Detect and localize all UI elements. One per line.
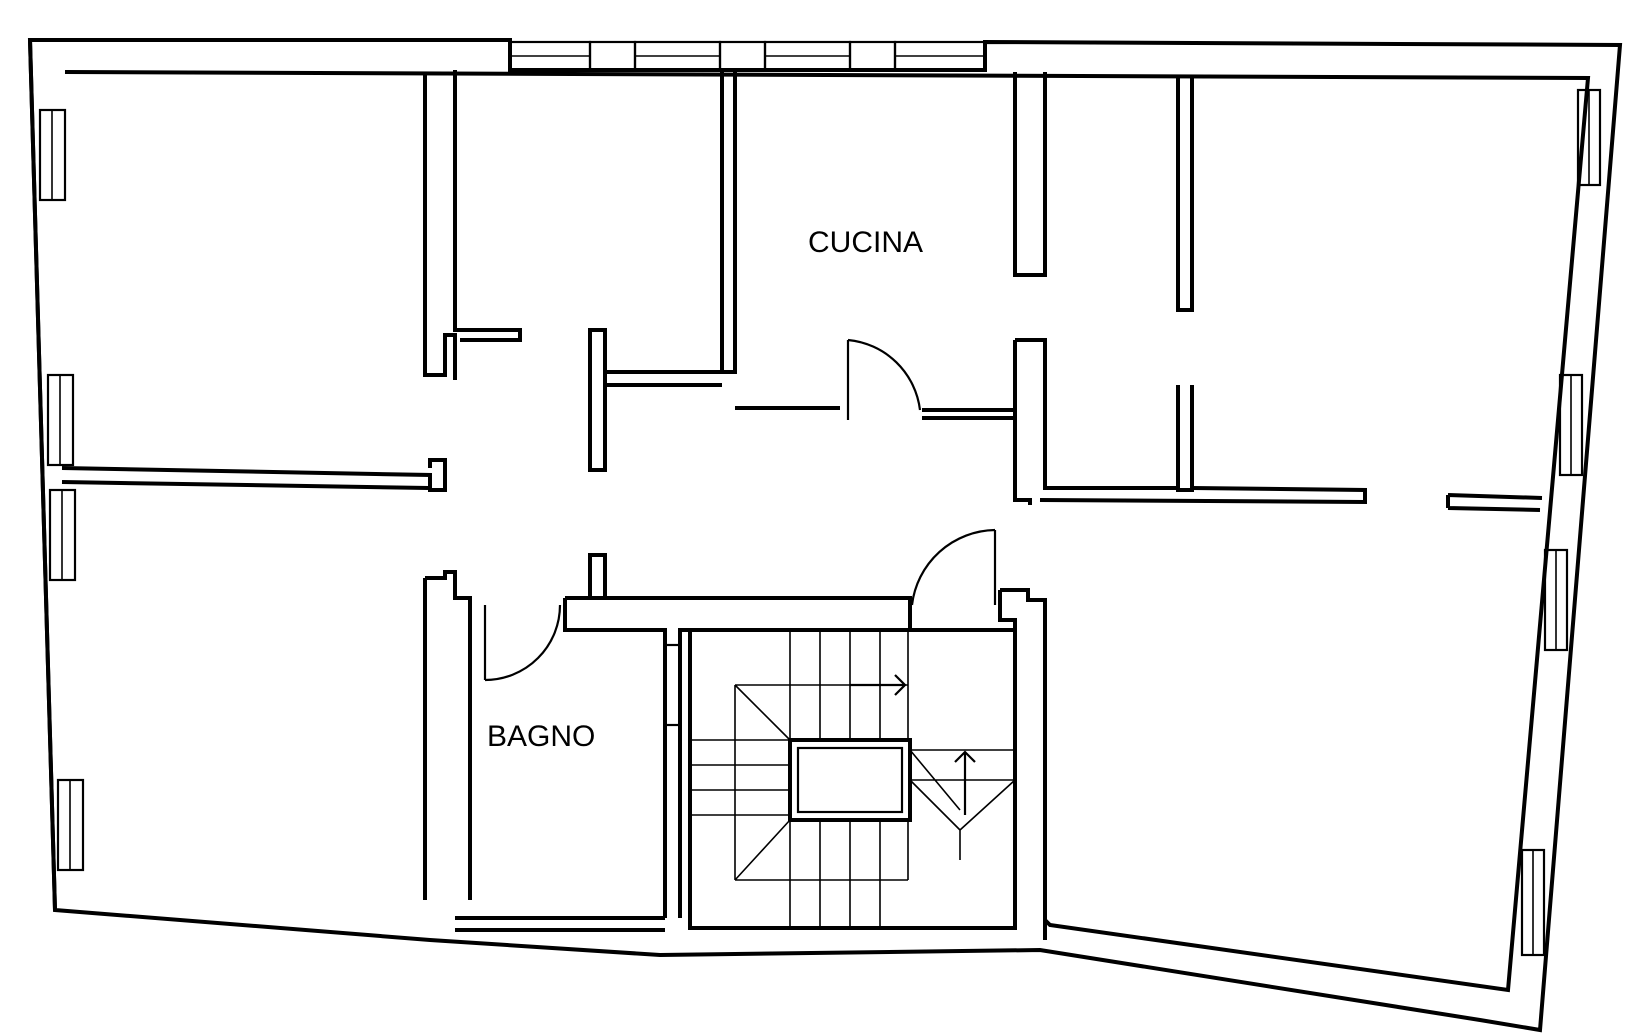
left-windows bbox=[38, 108, 85, 872]
room-label-cucina: CUCINA bbox=[808, 226, 923, 259]
staircase bbox=[690, 630, 1016, 928]
top-windows bbox=[508, 40, 987, 72]
room-label-bagno: BAGNO bbox=[487, 720, 595, 753]
interior-walls bbox=[61, 70, 1543, 940]
doors bbox=[483, 338, 997, 682]
room-labels: CUCINA BAGNO bbox=[487, 226, 923, 753]
exterior-wall bbox=[27, 38, 1623, 1033]
bathroom-window bbox=[663, 643, 682, 727]
right-windows bbox=[1520, 88, 1602, 957]
